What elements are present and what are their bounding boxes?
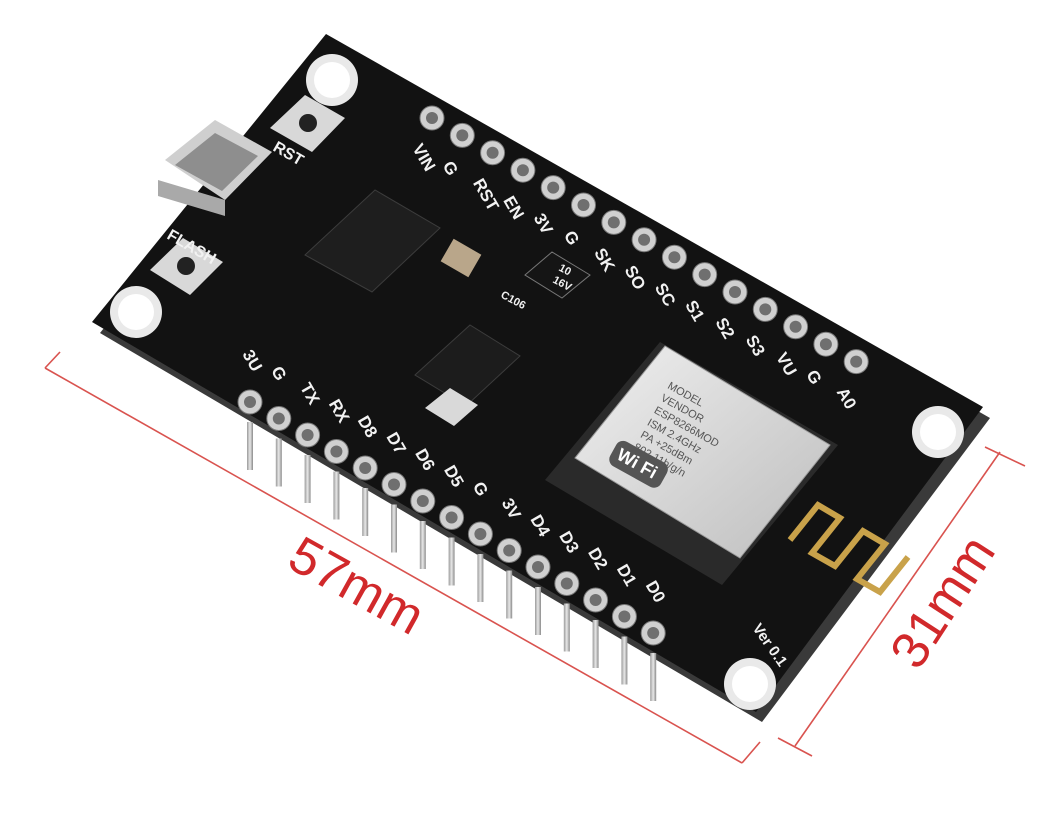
bottom-pin-hole-7 <box>445 511 458 524</box>
top-pin-hole-9 <box>698 268 711 281</box>
esp8266-module: MODEL VENDOR ESP8266MOD ISM 2.4GHz PA +2… <box>545 342 911 596</box>
bottom-pin-hole-8 <box>474 528 487 540</box>
capacitor-value: 10 <box>557 262 573 278</box>
top-header-pins <box>419 105 869 375</box>
top-pin-hole-7 <box>638 233 651 246</box>
bottom-pin-leg-2 <box>304 455 311 503</box>
top-pin-hole-1 <box>456 129 469 142</box>
bottom-pin-leg-7 <box>448 537 455 586</box>
bottom-pin-hole-0 <box>244 396 256 408</box>
bottom-pin-leg-4 <box>362 488 369 536</box>
usb-serial-chip <box>304 189 441 293</box>
bottom-pin-hole-12 <box>589 594 602 606</box>
top-pin-hole-8 <box>668 251 681 264</box>
voltage-regulator <box>414 324 521 426</box>
bottom-pin-leg-11 <box>563 603 570 652</box>
bottom-pin-hole-9 <box>503 544 516 557</box>
bottom-pin-hole-1 <box>272 412 285 425</box>
bottom-pin-leg-13 <box>621 636 628 685</box>
bottom-pin-leg-10 <box>535 587 541 635</box>
bottom-pin-leg-6 <box>419 521 426 569</box>
mounting-holes <box>110 54 964 710</box>
bottom-pin-hole-14 <box>647 627 660 639</box>
pcb-board <box>92 34 983 712</box>
top-pin-hole-6 <box>607 216 620 229</box>
top-pin-hole-14 <box>850 355 863 368</box>
top-pin-hole-12 <box>789 320 802 333</box>
bottom-pin-leg-0 <box>247 422 253 470</box>
bottom-pin-leg-9 <box>506 570 513 619</box>
top-pin-hole-3 <box>516 164 529 177</box>
bottom-pin-leg-14 <box>650 653 657 701</box>
bottom-pin-leg-3 <box>333 471 340 520</box>
bottom-pin-hole-2 <box>301 429 314 441</box>
bottom-pin-leg-1 <box>275 438 282 487</box>
bottom-pin-leg-8 <box>477 554 484 602</box>
bottom-pin-leg-5 <box>391 504 397 553</box>
pin-legs <box>247 422 657 701</box>
usb-connector <box>158 120 272 216</box>
top-pin-hole-5 <box>577 199 590 211</box>
bottom-pin-hole-3 <box>330 445 343 458</box>
top-pin-hole-11 <box>759 303 772 316</box>
bottom-pin-leg-12 <box>592 620 599 668</box>
top-pin-hole-2 <box>486 146 499 159</box>
bottom-pin-hole-13 <box>618 610 631 623</box>
bottom-pin-hole-10 <box>532 561 544 573</box>
top-pin-hole-13 <box>819 338 832 351</box>
bottom-pin-hole-5 <box>388 478 400 491</box>
crystal-oscillator <box>440 238 482 278</box>
top-pin-hole-4 <box>547 181 560 194</box>
bottom-header-pins <box>237 389 666 646</box>
width-label: 31mm <box>879 526 1006 679</box>
top-pin-hole-0 <box>426 112 438 124</box>
top-pin-hole-10 <box>729 286 741 298</box>
bottom-pin-hole-4 <box>359 462 372 474</box>
bottom-pin-hole-6 <box>416 495 429 507</box>
pcb-antenna <box>787 501 911 596</box>
bottom-pin-hole-11 <box>560 577 573 590</box>
